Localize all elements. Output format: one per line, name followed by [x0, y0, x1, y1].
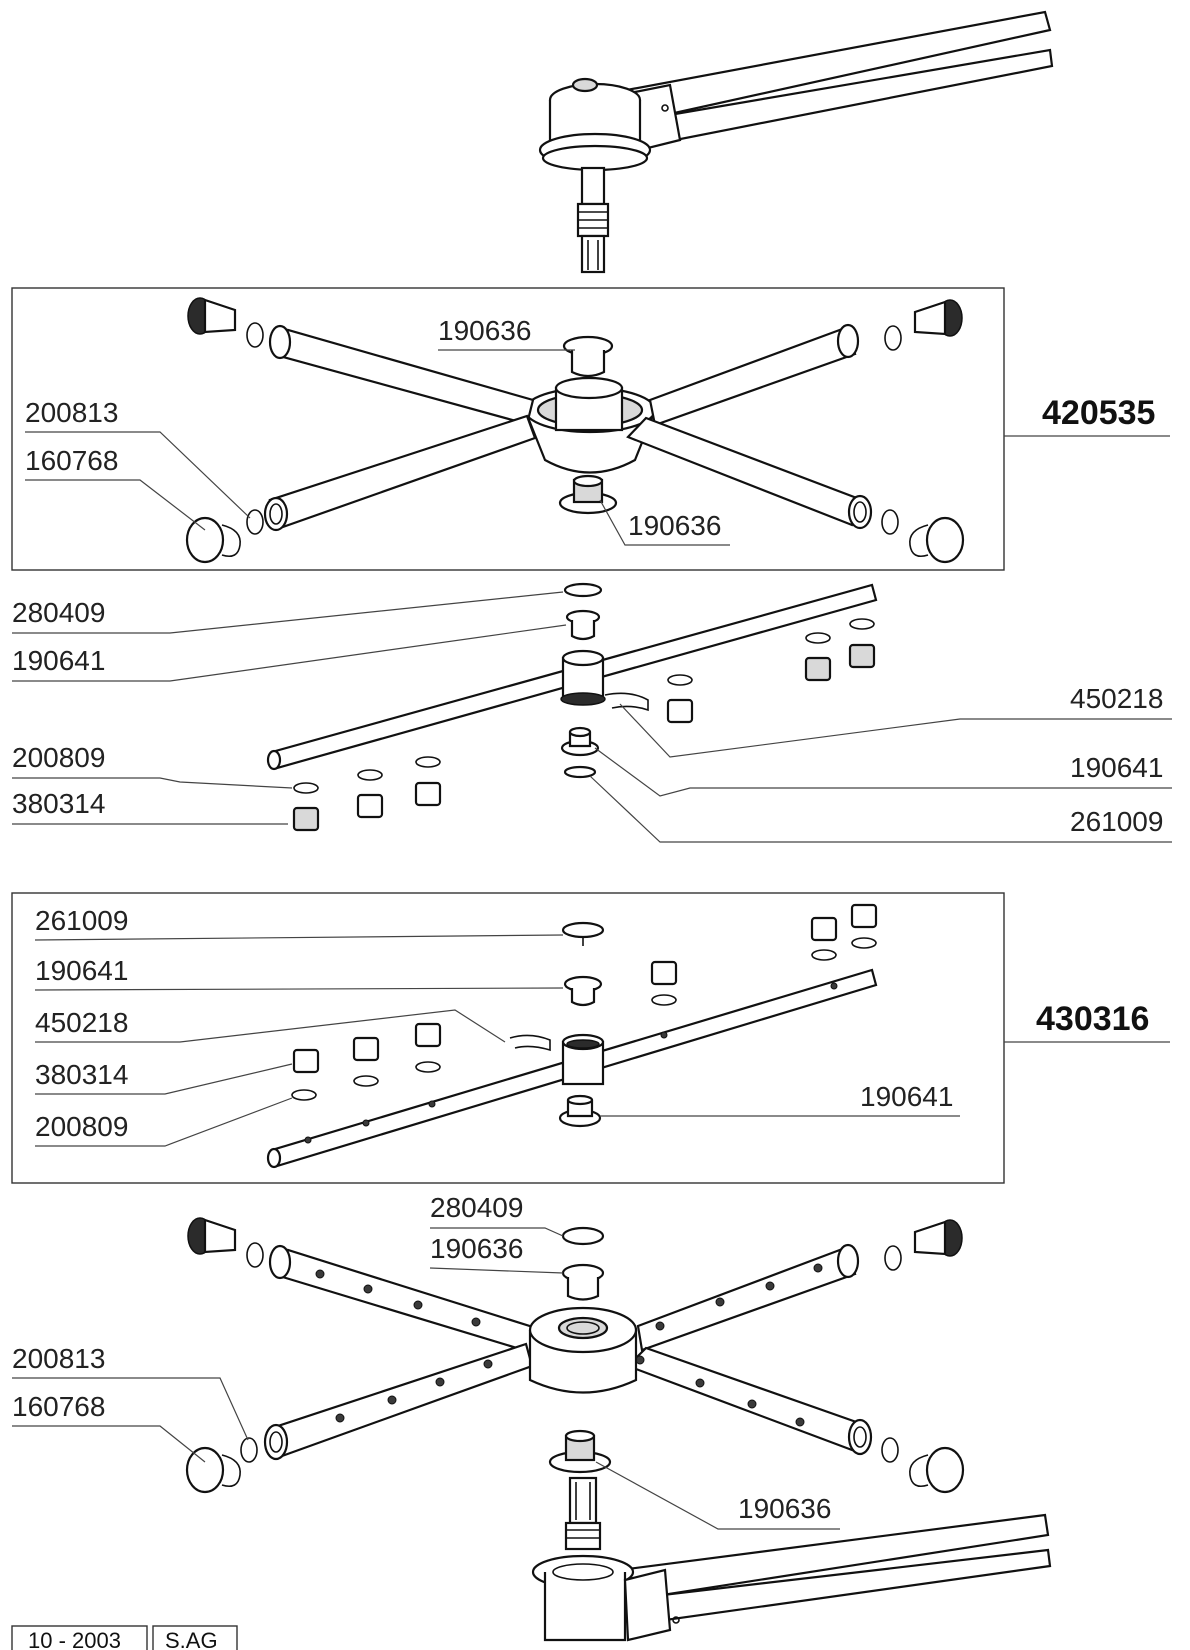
upper-bearing-bottom-part [558, 474, 618, 515]
upper-caps [185, 297, 965, 564]
bottom-caps [185, 1217, 965, 1494]
upper-arm-left-bottom [268, 414, 537, 530]
label-low-bushing-bottom: 190641 [860, 1081, 953, 1112]
assembly-420535-frame [11, 287, 1005, 571]
bottom-arm-holes [315, 1263, 823, 1427]
bottom-arm-housing [531, 1476, 1052, 1642]
middle-orings [293, 618, 875, 794]
label-low-oring: 200809 [35, 1111, 128, 1142]
label-mid-washer-top: 280409 [12, 597, 105, 628]
label-mid-nozzle: 380314 [12, 788, 105, 819]
label-upper-ring-left: 200813 [25, 397, 118, 428]
label-bot-bearing-top: 190636 [430, 1233, 523, 1264]
upper-arm-right-top [648, 326, 857, 427]
assembly-number-upper: 420535 [1042, 394, 1155, 432]
assembly-430316-frame [11, 892, 1005, 1184]
middle-clip [604, 692, 649, 712]
label-upper-bearing-bottom: 190636 [628, 510, 721, 541]
label-low-washer-top: 261009 [35, 905, 128, 936]
lower-orings [291, 937, 877, 1101]
label-bot-washer: 280409 [430, 1192, 523, 1223]
label-low-clip: 450218 [35, 1007, 128, 1038]
label-bot-ring-left: 200813 [12, 1343, 105, 1374]
assembly-430316-group: 261009 190641 450218 380314 200809 19064… [11, 892, 1170, 1184]
label-low-nozzle: 380314 [35, 1059, 128, 1090]
label-bot-bearing-bottom: 190636 [738, 1493, 831, 1524]
upper-bearing-top-part [562, 335, 614, 378]
footer-date-box [11, 1625, 148, 1650]
bottom-spray-arm: 280409 190636 200813 160768 190636 [12, 1192, 1052, 1642]
assembly-420535-group: 190636 200813 160768 190636 420535 [11, 287, 1170, 571]
middle-nozzles [292, 643, 876, 832]
upper-arm-right-bottom [626, 416, 864, 527]
label-mid-washer-bottom: 261009 [1070, 806, 1163, 837]
label-low-bushing-top: 190641 [35, 955, 128, 986]
lower-bar-holes [304, 982, 838, 1144]
label-mid-bushing-top: 190641 [12, 645, 105, 676]
label-mid-clip: 450218 [1070, 683, 1163, 714]
lower-clip [509, 1034, 551, 1052]
label-upper-bearing-top: 190636 [438, 315, 531, 346]
footer-code-box [152, 1625, 238, 1650]
footer-stamp: 10 - 2003 S.AG [11, 1625, 238, 1650]
label-mid-bushing-bottom: 190641 [1070, 752, 1163, 783]
middle-bar-group: 280409 190641 450218 190641 261009 20080… [12, 582, 1172, 843]
footer-date: 10 - 2003 [28, 1628, 121, 1650]
lower-nozzles [292, 903, 878, 1074]
footer-code: S.AG [165, 1628, 218, 1650]
top-arm-housing [538, 10, 1054, 274]
label-bot-cap-left: 160768 [12, 1391, 105, 1422]
label-upper-cap-left: 160768 [25, 445, 118, 476]
label-mid-oring: 200809 [12, 742, 105, 773]
assembly-number-lower: 430316 [1036, 1000, 1149, 1038]
